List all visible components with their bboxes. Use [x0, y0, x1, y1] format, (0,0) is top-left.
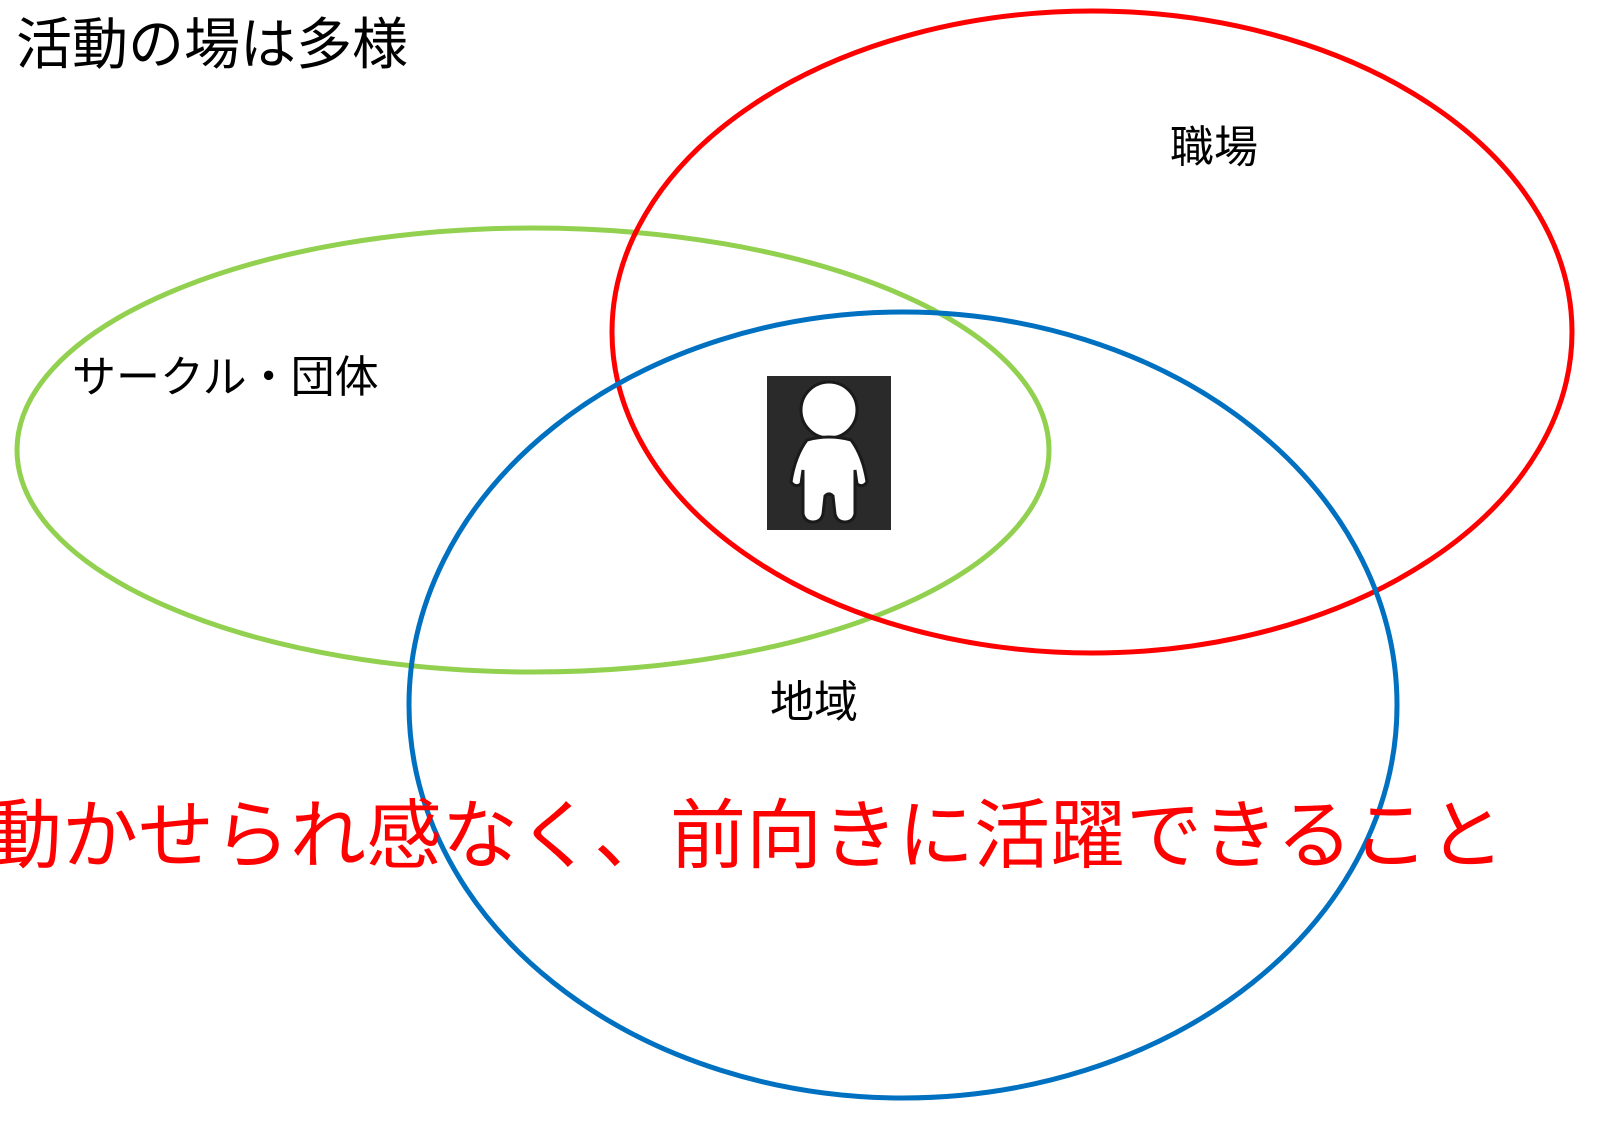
circle-group-ring	[14, 225, 1052, 675]
person-icon	[767, 376, 891, 530]
page-title: 活動の場は多様	[16, 13, 408, 78]
message-banner: 動かせられ感なく、前向きに活躍できること	[0, 791, 1505, 880]
region-ring	[406, 309, 1400, 1101]
workplace-ring	[609, 8, 1575, 656]
circle-group-label: サークル・団体	[72, 352, 379, 403]
region-label: 地域	[770, 677, 858, 728]
workplace-label: 職場	[1170, 122, 1258, 173]
